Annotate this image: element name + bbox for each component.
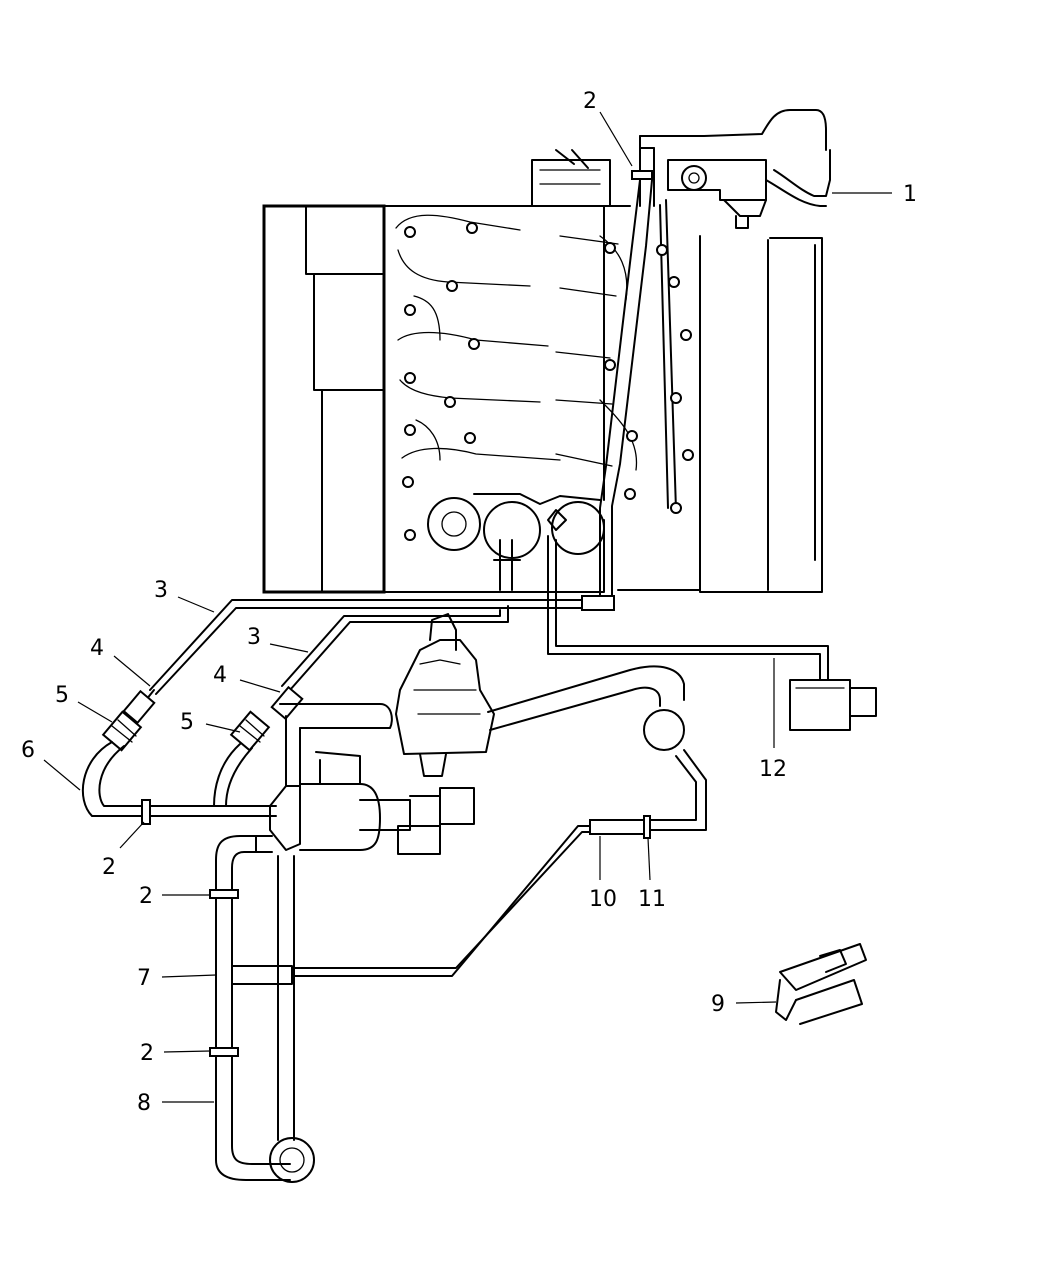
callout-10: 10: [589, 887, 617, 912]
purge-valve-assembly: [531, 109, 831, 229]
bracket-9: [775, 943, 867, 1025]
callout-7: 7: [137, 966, 151, 991]
callout-12: 12: [759, 757, 787, 782]
callout-2-vertical-lower: 2: [140, 1041, 154, 1066]
callout-3-left: 3: [154, 578, 168, 603]
callout-9: 9: [711, 992, 725, 1017]
callout-2-hose: 2: [102, 855, 116, 880]
leak-detection-pump: [269, 613, 707, 977]
callout-5-left: 5: [55, 683, 69, 708]
callout-6: 6: [21, 738, 35, 763]
callout-1: 1: [903, 182, 917, 207]
callout-2-vertical-upper: 2: [139, 884, 153, 909]
callout-2-top: 2: [583, 89, 597, 114]
filters-and-hose: [81, 685, 304, 825]
callout-5-right: 5: [180, 710, 194, 735]
callout-4-left: 4: [90, 636, 104, 661]
solenoid-12: [789, 679, 877, 731]
callout-11: 11: [638, 887, 666, 912]
vacuum-lines: [149, 179, 829, 695]
callout-4-right: 4: [213, 663, 227, 688]
callouts: 1 2 3 4 5 6 3 4 5 2 2 7 2 8 10 11 12: [21, 89, 917, 1116]
callout-8: 8: [137, 1091, 151, 1116]
engine-block: [262, 199, 823, 601]
vertical-hose: [209, 835, 315, 1183]
callout-3-right: 3: [247, 625, 261, 650]
